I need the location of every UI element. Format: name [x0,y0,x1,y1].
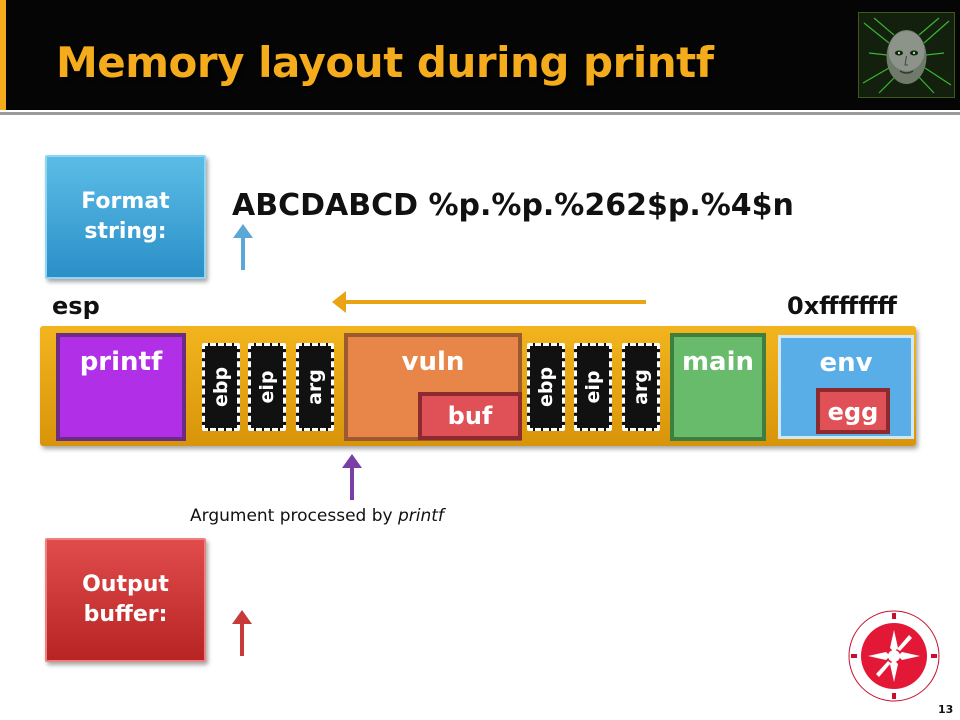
frame2-arg-label: arg [630,369,652,405]
format-string-box: Format string: [45,155,206,279]
page-number: 13 [938,703,954,716]
format-string-value: ABCDABCD %p.%p.%262$p.%4$n [232,188,794,223]
cyber-face-icon [858,12,955,98]
printf-frame: printf [56,333,186,441]
env-label: env [819,348,873,378]
vuln-frame-label: vuln [401,347,465,377]
frame2-eip-slot: eip [574,343,612,431]
buf-region: buf [418,392,522,440]
egg-region: egg [816,388,890,434]
frame1-eip-slot: eip [248,343,286,431]
frame1-arg-label: arg [304,369,326,405]
frame2-arg-slot: arg [622,343,660,431]
top-address-label: 0xffffffff [787,292,897,320]
frame2-eip-label: eip [582,370,604,404]
printf-frame-label: printf [79,347,163,377]
title-bar [0,0,960,110]
main-frame-label: main [681,347,755,377]
frame1-ebp-label: ebp [210,366,232,408]
frame1-ebp-slot: ebp [202,343,240,431]
argument-caption: Argument processed by printf [190,506,444,526]
main-frame: main [670,333,766,441]
argument-pointer-arrow-icon [342,454,362,500]
egg-label: egg [827,398,879,426]
argument-caption-emphasis: printf [397,506,444,526]
frame1-eip-label: eip [256,370,278,404]
output-pointer-arrow-icon [232,610,252,656]
title-accent [0,0,6,110]
format-pointer-arrow-icon [233,224,253,270]
slide-title: Memory layout during printf [56,38,714,87]
reykjavik-university-logo-icon [848,610,940,702]
argument-caption-text: Argument processed by [190,506,398,526]
frame1-arg-slot: arg [296,343,334,431]
frame2-ebp-slot: ebp [527,343,565,431]
stack-growth-arrow-icon [332,291,646,313]
output-buffer-box: Output buffer: [45,538,206,662]
esp-label: esp [52,292,100,320]
buf-label: buf [447,402,493,430]
title-divider [0,112,960,115]
frame2-ebp-label: ebp [535,366,557,408]
